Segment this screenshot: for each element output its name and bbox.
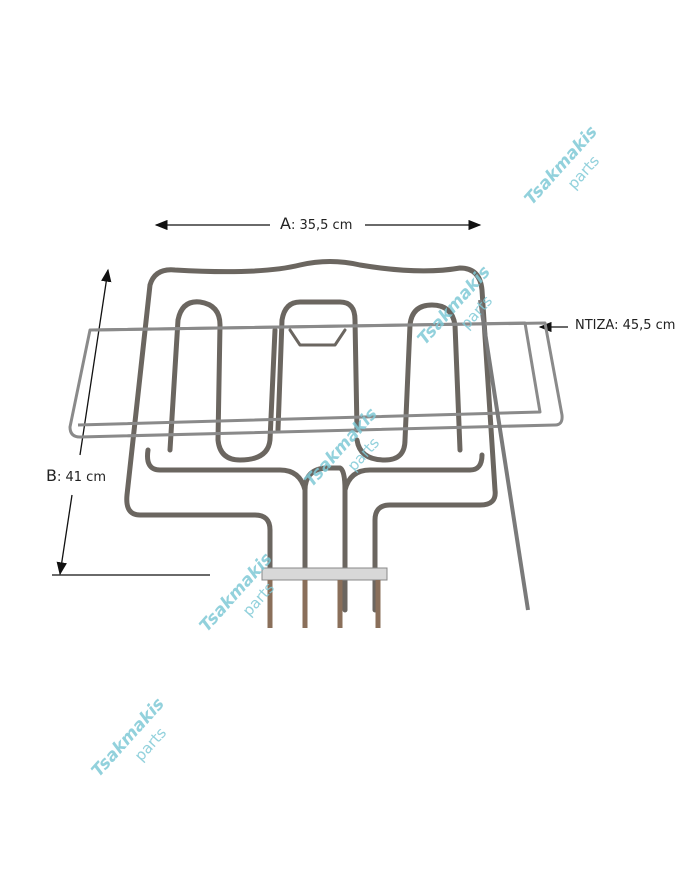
rack xyxy=(68,321,564,439)
dimension-b-label: B: 41 cm xyxy=(44,466,108,485)
dimension-a-value: : 35,5 cm xyxy=(290,218,353,233)
dimension-a-label: A: 35,5 cm xyxy=(278,214,355,233)
sensor-rod xyxy=(478,299,530,611)
dimension-ntiza-label: NTIZA: 45,5 cm xyxy=(573,318,678,333)
dimension-b-key: B xyxy=(46,466,57,485)
mounting-bracket xyxy=(261,567,388,581)
terminals xyxy=(267,580,381,628)
dimension-a-key: A xyxy=(280,214,291,233)
dimension-b-value: : 41 cm xyxy=(56,470,106,485)
